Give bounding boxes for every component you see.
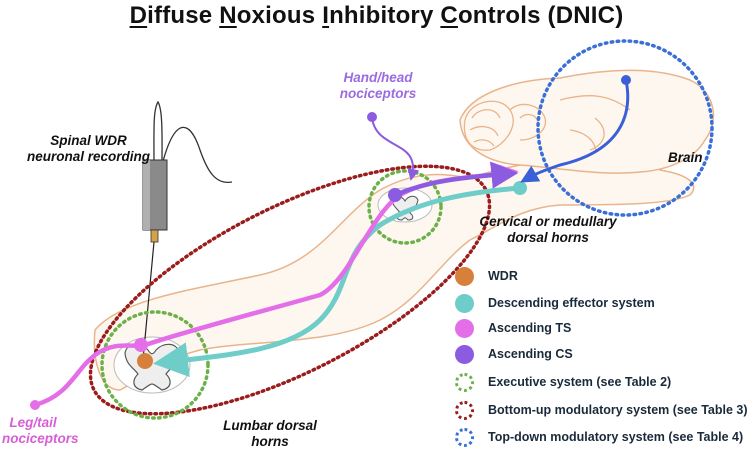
cervical-cs-dot (388, 188, 402, 202)
hand-head-label: Hand/head nociceptors (339, 70, 417, 101)
hand-head-dot (367, 112, 377, 122)
legend-label: Bottom-up modulatory system (see Table 3… (488, 403, 748, 417)
legend-label: Top-down modulatory system (see Table 4) (488, 430, 744, 444)
legend-item: Top-down modulatory system (see Table 4) (455, 427, 743, 447)
legend-swatch (455, 344, 474, 364)
legend-swatch (455, 266, 474, 286)
brain-structures (559, 95, 631, 153)
descending-effector-path (153, 185, 523, 378)
top-down-system-outline (536, 39, 714, 217)
legend-swatch (455, 318, 474, 338)
lumbar-ts-dot (134, 338, 148, 352)
ascending-cs-path (392, 161, 519, 198)
title-segment: nhibitory (329, 2, 441, 29)
legend-item: Executive system (see Table 2) (455, 372, 671, 392)
descending-origin-dot (513, 181, 527, 195)
legend-item: Descending effector system (455, 293, 655, 313)
legend-swatch (455, 400, 474, 420)
title-segment: iffuse (147, 2, 220, 29)
spinal-cord-outline (93, 156, 695, 391)
wdr-neuron (137, 353, 153, 369)
executive-system-lumbar (100, 310, 210, 420)
executive-system-cervical (367, 169, 443, 245)
legend-swatch (455, 293, 474, 313)
leg-tail-label: Leg/tail nociceptors (2, 415, 79, 446)
hand-head-input-path (371, 116, 420, 181)
lumbar-label: Lumbar dorsal horns (223, 418, 317, 449)
legend-label: Ascending TS (488, 321, 572, 335)
legend-label: Descending effector system (488, 296, 655, 310)
brain-origin-dot (621, 75, 631, 85)
brain-outline (459, 69, 715, 174)
spinal-wdr-label: Spinal WDR neuronal recording (26, 133, 151, 164)
legend-item: Ascending TS (455, 318, 571, 338)
figure-title: Diffuse Noxious Inhibitory Controls (DNI… (0, 2, 753, 30)
legend-item: Bottom-up modulatory system (see Table 3… (455, 400, 748, 420)
legend-label: WDR (488, 269, 518, 283)
cerebellum (463, 100, 547, 151)
title-segment: oxious (236, 2, 323, 29)
brain-label: Brain (668, 150, 703, 165)
title-initial: C (440, 2, 458, 29)
legend-swatch (455, 427, 474, 447)
legend-item: WDR (455, 266, 518, 286)
legend-label: Ascending CS (488, 347, 573, 361)
legend-item: Ascending CS (455, 344, 573, 364)
title-initial: I (322, 2, 330, 29)
title-initial: D (129, 2, 148, 29)
leg-tail-dot (30, 400, 40, 410)
legend-label: Executive system (see Table 2) (488, 375, 672, 389)
cervical-label: Cervical or medullary dorsal horns (479, 214, 617, 245)
title-initial: N (219, 2, 237, 29)
title-segment: ontrols (DNIC) (457, 2, 624, 29)
legend-swatch (455, 372, 474, 392)
top-down-arrow (520, 78, 630, 183)
